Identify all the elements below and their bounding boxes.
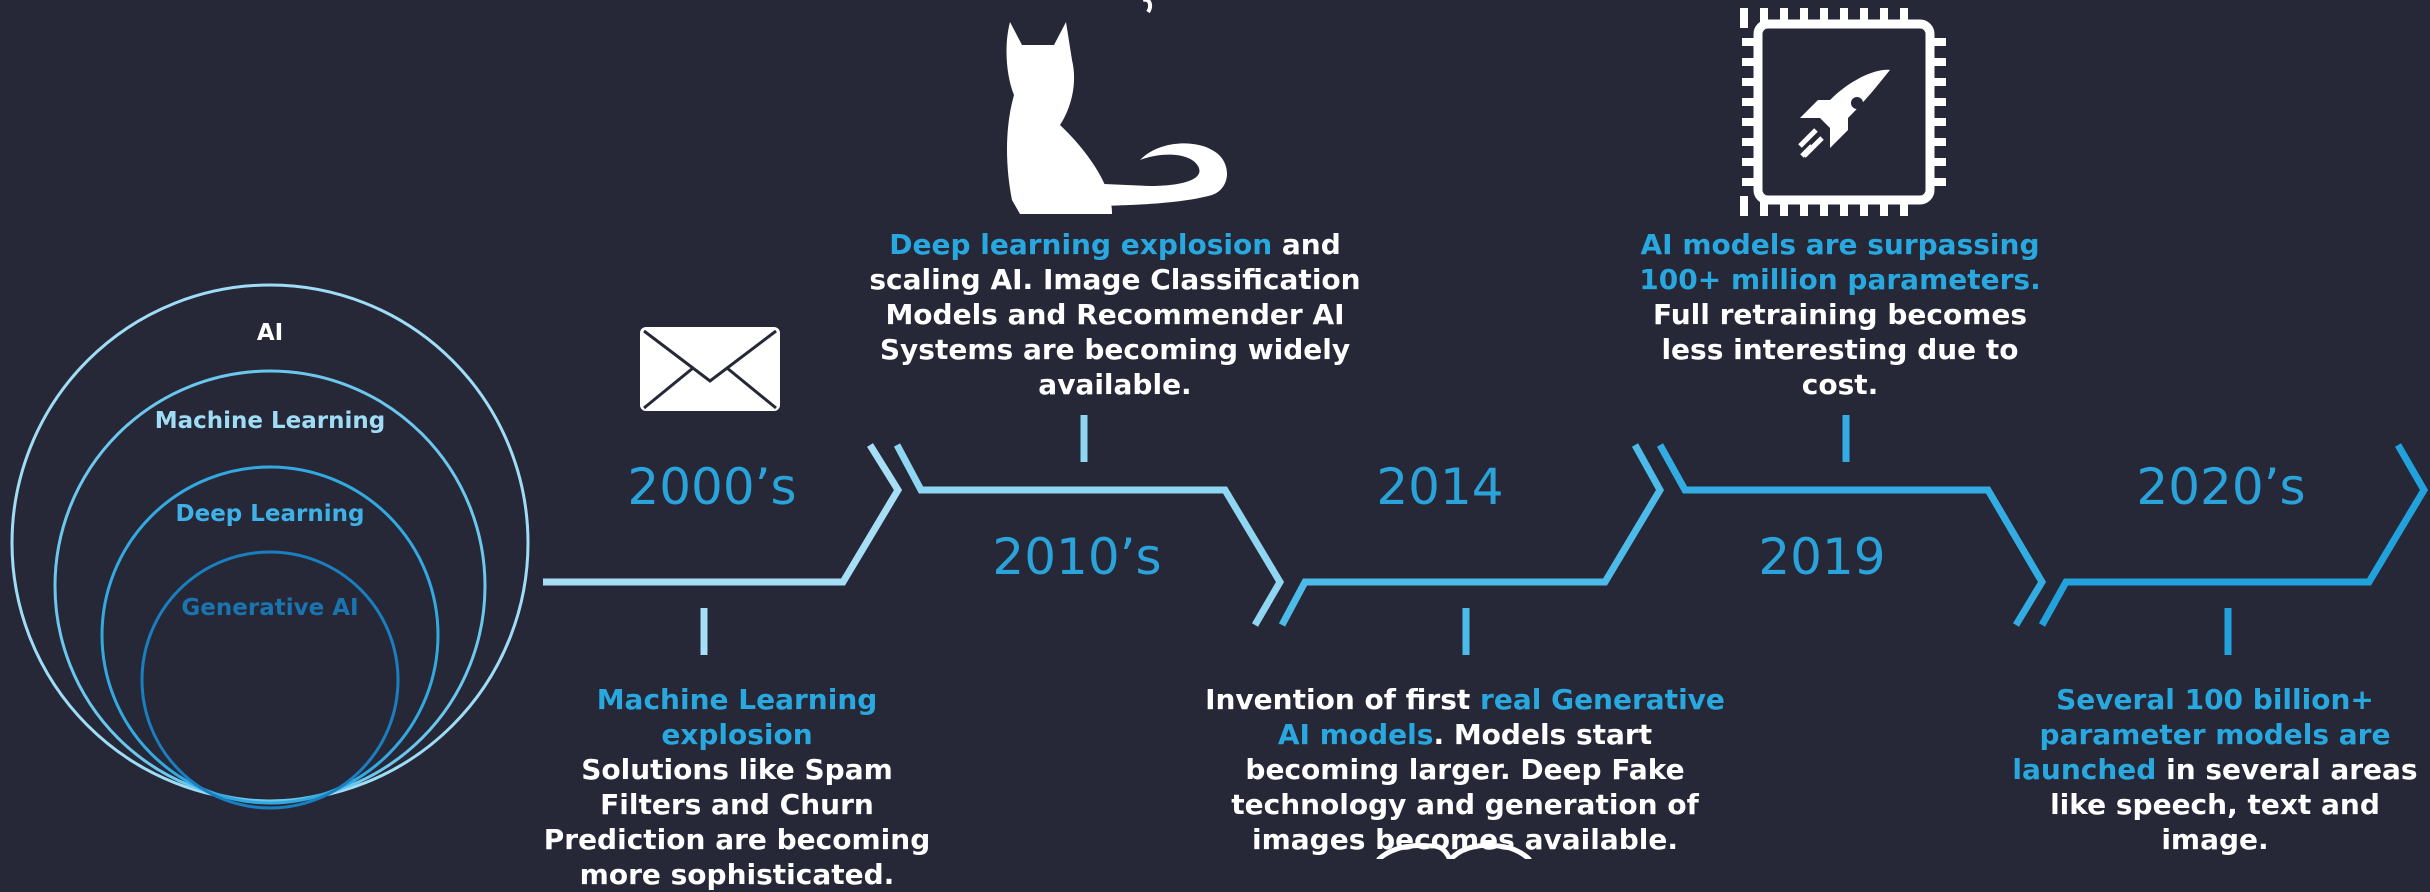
top-partial-icon xyxy=(1143,0,1153,14)
year-2014: 2014 xyxy=(1376,458,1504,516)
description-2014: Invention of first real Generative AI mo… xyxy=(1205,682,1725,857)
highlight-2020s: Several 100 billion+ parameter models ar… xyxy=(2012,683,2391,786)
label-generative-ai: Generative AI xyxy=(181,595,358,621)
pre-2014: Invention of first xyxy=(1205,683,1471,716)
text-2014: . Models start becoming larger. Deep Fak… xyxy=(1231,718,1699,856)
ai-hierarchy-diagram: AI Machine Learning Deep Learning Genera… xyxy=(10,283,530,810)
label-machine-learning: Machine Learning xyxy=(155,408,386,434)
chip-rocket-icon xyxy=(1740,8,1946,216)
description-2019: AI models are surpassing 100+ million pa… xyxy=(1620,227,2060,402)
cat-icon xyxy=(1006,22,1227,214)
label-ai: AI xyxy=(257,320,283,346)
description-2020s: Several 100 billion+ parameter models ar… xyxy=(2005,682,2425,857)
timeline-ticks xyxy=(700,415,2232,655)
circle-deep-learning xyxy=(100,465,440,805)
circle-generative-ai xyxy=(140,550,400,810)
envelope-icon xyxy=(640,327,780,411)
year-2000s: 2000’s xyxy=(627,458,797,516)
text-2000s: Solutions like Spam Filters and Churn Pr… xyxy=(543,753,931,891)
highlight-2000s: Machine Learning explosion xyxy=(596,683,878,751)
text-2020s: in several areas like speech, text and i… xyxy=(2050,753,2418,856)
highlight-2014: real Generative AI models xyxy=(1277,683,1725,751)
highlight-2010s: Deep learning explosion xyxy=(889,228,1273,261)
year-2010s: 2010’s xyxy=(992,528,1162,586)
bottom-partial-icon xyxy=(1376,842,1532,859)
circle-machine-learning xyxy=(53,369,487,803)
label-deep-learning: Deep Learning xyxy=(176,501,365,527)
text-2010s: and scaling AI. Image Classification Mod… xyxy=(869,228,1361,401)
text-2019: Full retraining becomes less interesting… xyxy=(1652,298,2028,401)
timeline-line xyxy=(543,443,2429,627)
circle-ai xyxy=(10,283,530,803)
year-2020s: 2020’s xyxy=(2136,458,2306,516)
description-2010s: Deep learning explosion and scaling AI. … xyxy=(850,227,1380,402)
description-2000s: Machine Learning explosion Solutions lik… xyxy=(537,682,937,892)
highlight-2019: AI models are surpassing 100+ million pa… xyxy=(1639,228,2041,296)
year-2019: 2019 xyxy=(1758,528,1886,586)
